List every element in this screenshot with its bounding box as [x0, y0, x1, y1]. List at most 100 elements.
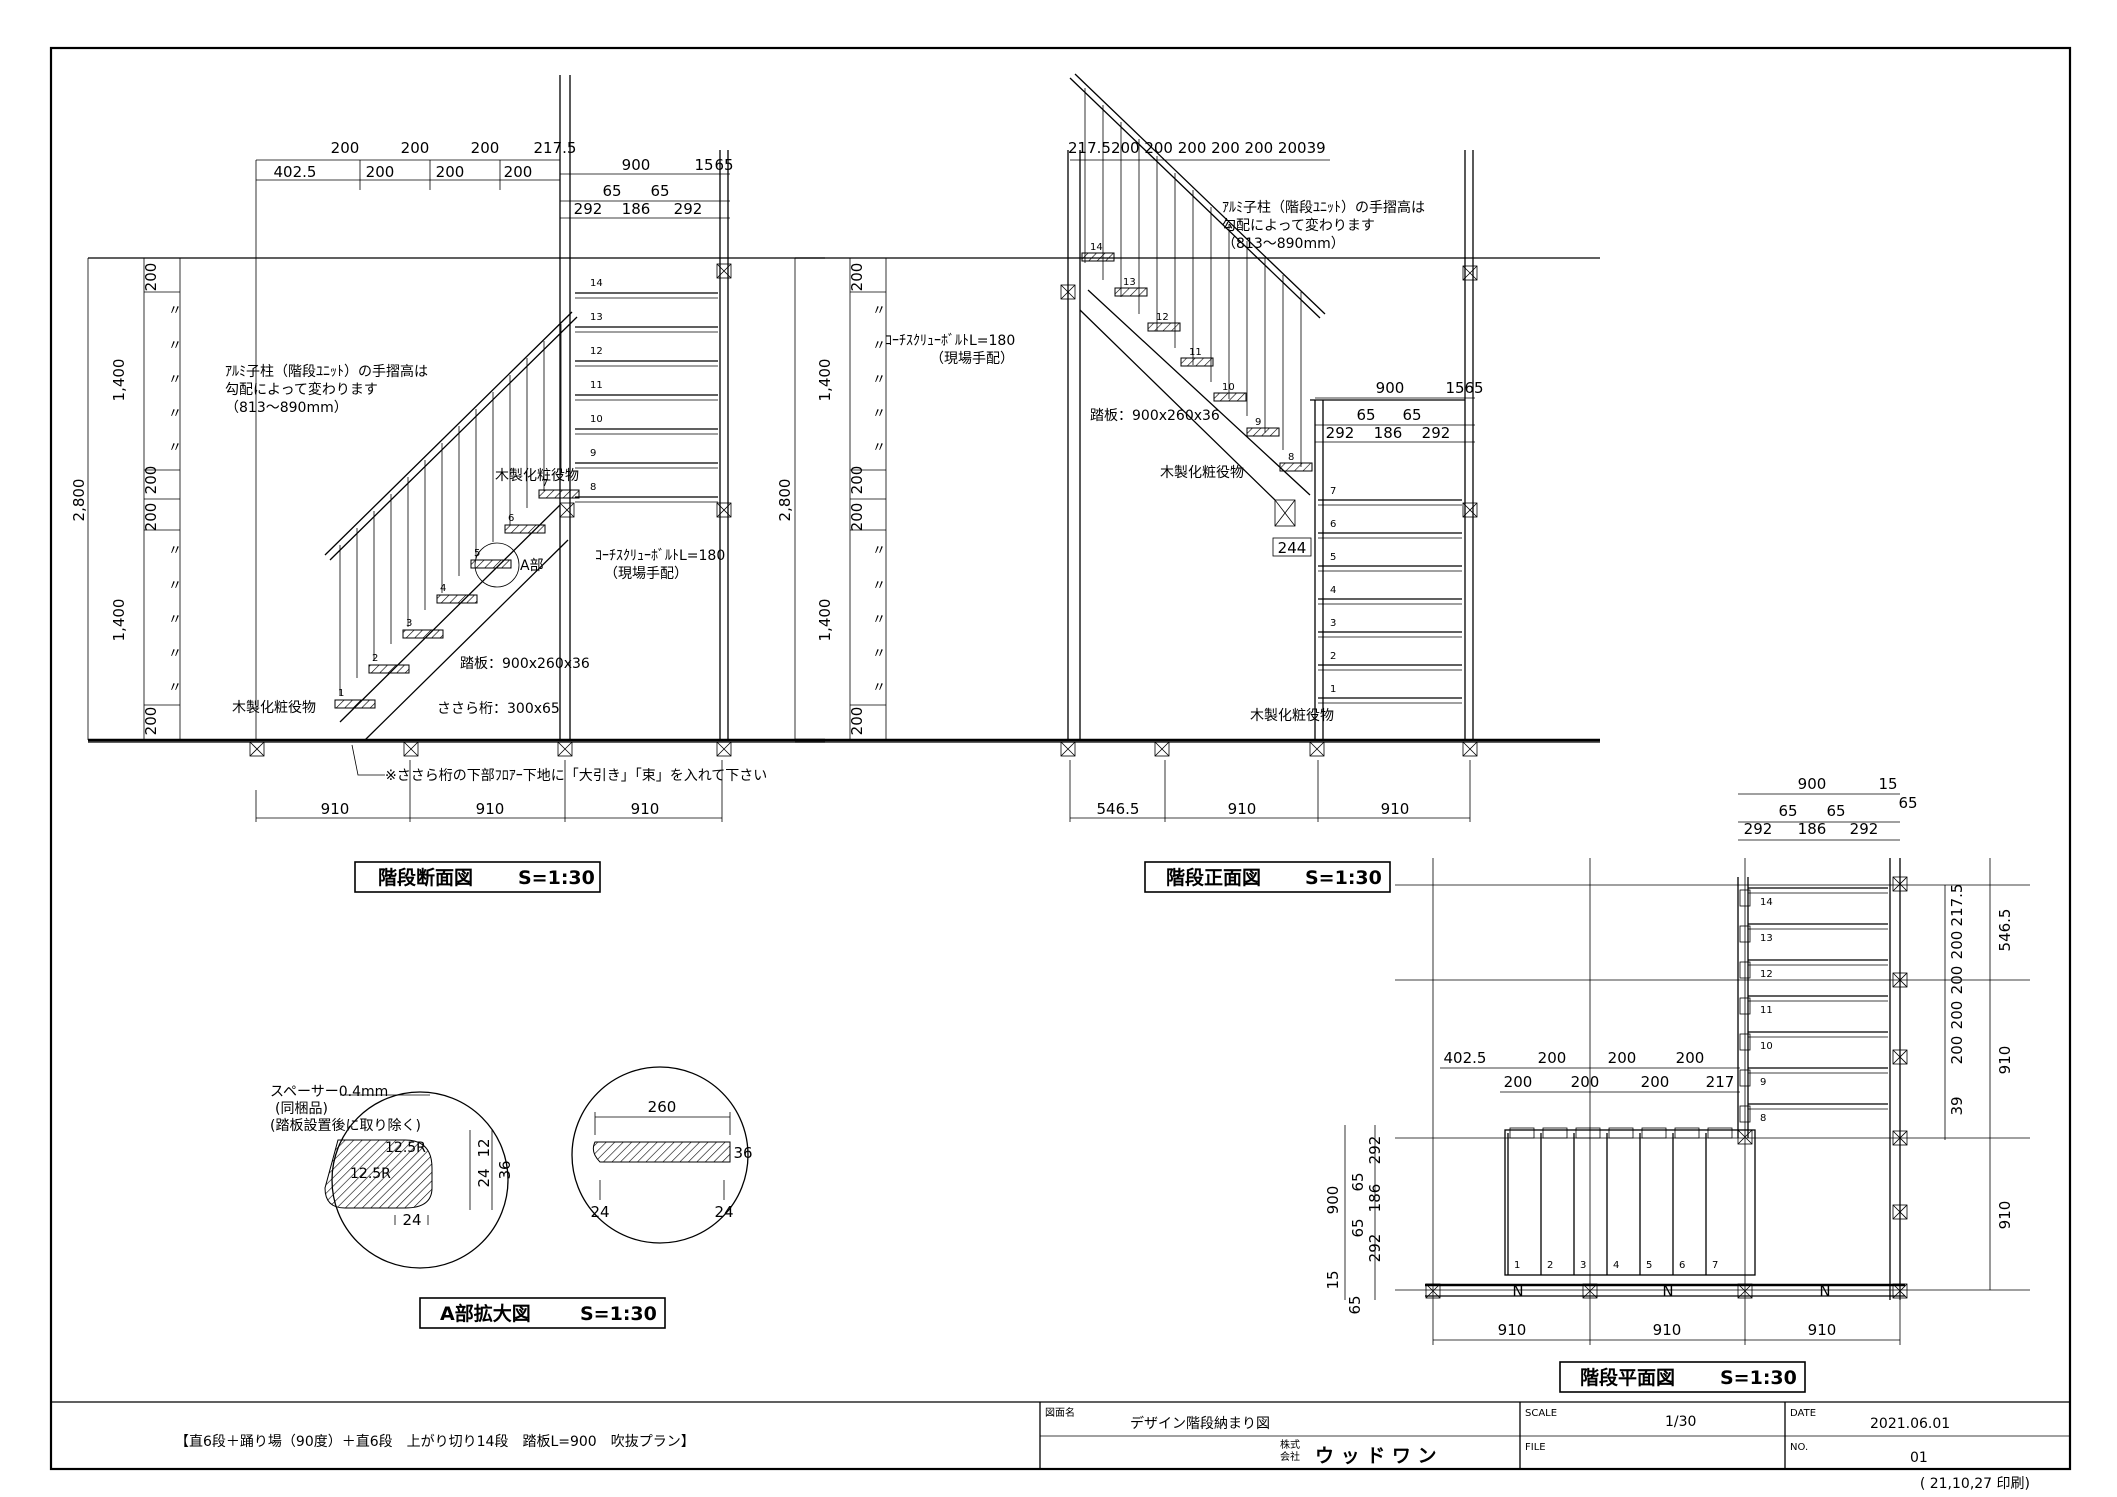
plan-left-dim-3: 200 — [1608, 1049, 1637, 1067]
front-part-2: 186 — [1374, 424, 1403, 442]
section-floor-posts — [249, 263, 732, 757]
plan-scale: S=1:30 — [1720, 1367, 1797, 1389]
step-number: 3 — [1580, 1260, 1586, 1271]
tread — [1147, 322, 1181, 332]
tread — [504, 524, 546, 534]
step-number: 8 — [1288, 452, 1294, 463]
plan-vert-8: 292 — [1366, 1234, 1384, 1263]
title-company-label-2: 会社 — [1280, 1450, 1300, 1463]
front-bottom-dim-1: 546.5 — [1097, 800, 1140, 818]
title-scale: 1/30 — [1665, 1414, 1696, 1430]
step-number: 6 — [1679, 1260, 1685, 1271]
detail-scale: S=1:30 — [580, 1303, 657, 1325]
front-note-bolt-2: （現場手配） — [930, 351, 1014, 367]
detail-radius-a: 12.5R — [385, 1140, 426, 1156]
bracket — [1509, 1127, 1535, 1139]
svg-text:〃: 〃 — [872, 578, 886, 594]
svg-text:〃: 〃 — [872, 372, 886, 388]
front-floor-posts — [1060, 265, 1478, 757]
svg-text:〃: 〃 — [872, 612, 886, 628]
section-height-upper: 1,400 — [110, 359, 128, 402]
section-top-dim-1: 200 — [331, 139, 360, 157]
tread — [402, 629, 444, 639]
section-top-dim-2: 200 — [401, 139, 430, 157]
section-top-dim-7: 200 — [436, 163, 465, 181]
title-no: 01 — [1910, 1450, 1928, 1466]
section-note-handrail-2: 勾配によって変わります — [225, 381, 378, 398]
step-number: 5 — [474, 548, 480, 559]
detail-spacer-1: スペーサー0.4mm — [270, 1084, 388, 1100]
plan-posts — [1425, 876, 1908, 1299]
plan-right-7: 546.5 — [1996, 909, 2014, 952]
plan-top-edge-a: 15 — [1878, 775, 1897, 793]
detail-spacer-3: (踏板設置後に取り除く) — [270, 1118, 421, 1134]
bracket — [1674, 1127, 1700, 1139]
bracket — [1739, 961, 1751, 979]
step-number: 13 — [1760, 933, 1773, 944]
front-note-tread: 踏板：900x260x36 — [1090, 408, 1220, 424]
svg-text:〃: 〃 — [872, 303, 886, 319]
print-stamp: ( 21,10,27 印刷) — [1920, 1476, 2030, 1492]
step-number: 11 — [1760, 1005, 1773, 1016]
section-top-dim-5: 402.5 — [274, 163, 317, 181]
plan-bottom-1: 910 — [1498, 1321, 1527, 1339]
detail-view: スペーサー0.4mm (同梱品) (踏板設置後に取り除く) 12.5R 12.5… — [270, 1066, 753, 1329]
front-note-newel-lower: 木製化粧役物 — [1250, 708, 1334, 724]
front-riser-2: 200 — [848, 466, 866, 495]
bracket — [1739, 925, 1751, 943]
bracket — [1542, 1127, 1568, 1139]
section-part-3: 292 — [674, 200, 703, 218]
plan-north-1: N — [1512, 1282, 1523, 1300]
svg-text:〃: 〃 — [168, 440, 182, 456]
section-top-dim-8: 200 — [504, 163, 533, 181]
step-number: 1 — [1514, 1260, 1520, 1271]
front-view: 2,800 1,400 1,400 200 200 200 200 〃 〃 〃 … — [776, 73, 1600, 893]
bracket — [1739, 889, 1751, 907]
svg-text:〃: 〃 — [168, 646, 182, 662]
svg-text:〃: 〃 — [168, 578, 182, 594]
step-number: 11 — [1189, 347, 1202, 358]
section-mid-a: 65 — [602, 182, 621, 200]
section-note-bolt-2: （現場手配） — [604, 566, 688, 582]
section-bottom-dim-3: 910 — [631, 800, 660, 818]
section-view: 2,800 1,400 1,400 200 200 200 200 〃 〃 〃 … — [70, 75, 825, 893]
plan-vert-1: 900 — [1324, 1186, 1342, 1215]
section-note-stringer: ささら桁：300x65 — [437, 701, 560, 717]
step-number: 14 — [590, 278, 603, 289]
section-balusters — [339, 324, 562, 695]
plan-top-part-3: 292 — [1850, 820, 1879, 838]
section-scale: S=1:30 — [518, 867, 595, 889]
section-note-tread: 踏板：900x260x36 — [460, 656, 590, 672]
plan-vert-3: 65 — [1346, 1295, 1364, 1314]
svg-text:〃: 〃 — [872, 680, 886, 696]
step-number: 4 — [1613, 1260, 1619, 1271]
step-number: 3 — [406, 618, 412, 629]
svg-text:〃: 〃 — [168, 303, 182, 319]
section-title: 階段断面図 — [378, 866, 473, 889]
plan-vert-2: 15 — [1324, 1270, 1342, 1289]
tread — [1246, 427, 1280, 437]
section-top-dim-3: 200 — [471, 139, 500, 157]
tread — [470, 559, 512, 569]
section-top-dim-4: 217.5 — [534, 139, 577, 157]
svg-text:〃: 〃 — [872, 646, 886, 662]
plan-north-3: N — [1819, 1282, 1830, 1300]
section-note-handrail-3: （813～890mm） — [225, 400, 348, 416]
svg-text:〃: 〃 — [872, 406, 886, 422]
plan-top-edge-b: 65 — [1898, 794, 1917, 812]
section-height-lower: 1,400 — [110, 599, 128, 642]
step-number: 12 — [1760, 969, 1773, 980]
step-number: 14 — [1090, 242, 1103, 253]
plan-left-dim-1: 402.5 — [1444, 1049, 1487, 1067]
front-landing-dim: 244 — [1278, 539, 1307, 557]
bracket — [1739, 1105, 1751, 1123]
plan-right-6: 39 — [1948, 1096, 1966, 1115]
front-mid-a: 65 — [1356, 406, 1375, 424]
section-note-detail-ref: A部 — [520, 558, 544, 574]
plan-right-2: 200 — [1948, 931, 1966, 960]
front-balusters — [1084, 88, 1302, 467]
